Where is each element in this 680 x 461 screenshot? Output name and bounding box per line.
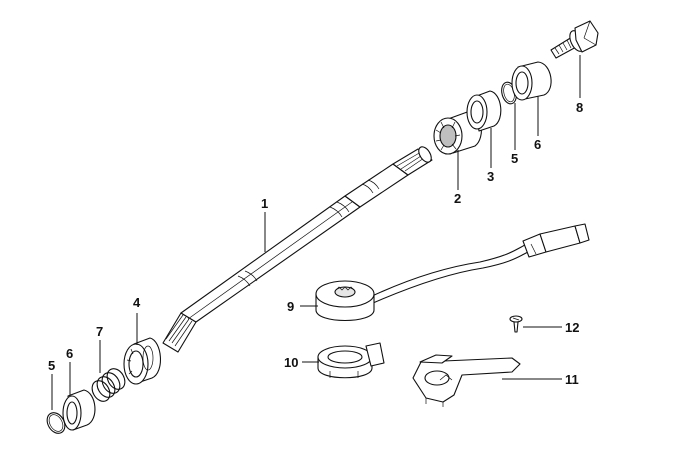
label-part-1: 1 <box>261 196 268 211</box>
bushing-lower <box>62 389 96 431</box>
label-part-12: 12 <box>565 320 579 335</box>
flange-bolt <box>550 20 599 59</box>
label-part-8: 8 <box>576 100 583 115</box>
small-screw <box>509 315 523 333</box>
label-part-2: 2 <box>454 191 461 206</box>
bushing-upper <box>511 61 552 101</box>
label-part-10: 10 <box>284 355 298 370</box>
circlip-lower <box>46 412 66 434</box>
label-part-5-upper: 5 <box>511 151 518 166</box>
label-part-6-lower: 6 <box>66 346 73 361</box>
bracket <box>412 354 521 407</box>
upper-bearing <box>433 110 482 155</box>
label-part-7: 7 <box>96 324 103 339</box>
lower-bearing <box>123 337 161 385</box>
slip-ring <box>317 342 385 379</box>
steering-shaft <box>162 146 433 353</box>
label-part-6-upper: 6 <box>534 137 541 152</box>
bearing-ring-upper <box>466 90 502 132</box>
label-part-5-lower: 5 <box>48 358 55 373</box>
label-part-4: 4 <box>133 295 141 310</box>
label-part-3: 3 <box>487 169 494 184</box>
leader-lines <box>51 55 581 410</box>
sensor-ring-with-cable <box>315 223 590 322</box>
label-part-9: 9 <box>287 299 294 314</box>
label-part-11: 11 <box>565 372 579 387</box>
part-number-labels: 1 2 3 5 6 8 4 7 6 5 9 10 11 12 <box>48 100 583 387</box>
spring <box>91 368 126 402</box>
